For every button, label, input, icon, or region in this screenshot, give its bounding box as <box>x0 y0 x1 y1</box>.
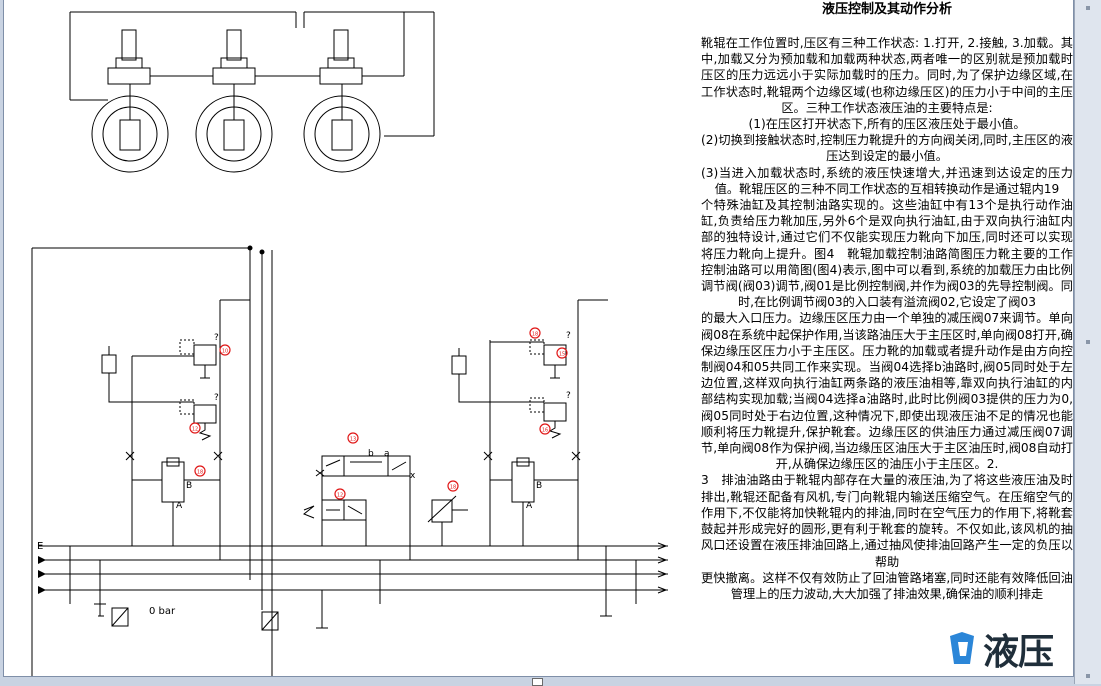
marker-6 <box>529 327 541 339</box>
content-frame: 0 bar E B A B A a b x ? ? ? ? 10 12 18 13 12… <box>3 0 1074 677</box>
analysis-text: 液压控制及其动作分析 靴辊在工作位置时,压区有三种工作状态: 1.打开, 2.接… <box>701 0 1073 676</box>
cylinder-3 <box>303 29 381 173</box>
marker-0-label: 10 <box>222 349 228 355</box>
paragraph: (1)在压区打开状态下,所有的压区液压处于最小值。 <box>748 117 1026 132</box>
marker-7 <box>556 347 568 359</box>
cylinder-1 <box>91 29 169 173</box>
marker-1 <box>189 422 201 434</box>
watermark-text: 液压 <box>983 632 1054 673</box>
marker-5-label: 18 <box>450 485 456 491</box>
question-mark: ? <box>214 393 219 403</box>
line-e-label: E <box>37 541 43 552</box>
marker-4-label: 12 <box>337 493 343 499</box>
vertical-scrollbar[interactable] <box>1074 0 1101 684</box>
marker-3-label: 13 <box>350 437 356 443</box>
marker-8-label: 16 <box>542 428 548 434</box>
paragraph: 个特殊油缸及其控制油路实现的。这些油缸中有13个是执行动作油缸,负责给压力靴加压… <box>701 198 1073 310</box>
question-mark: ? <box>566 331 571 341</box>
hydraulic-schematic: 0 bar E B A B A a b x ? ? ? ? 10 12 18 13 12… <box>31 11 668 676</box>
question-mark: ? <box>214 333 219 343</box>
valve-x-label: x <box>410 471 416 481</box>
page-title: 液压控制及其动作分析 <box>821 2 952 17</box>
port-b-left: B <box>186 481 192 491</box>
marker-2-label: 18 <box>197 470 203 476</box>
paragraph: 3 排油油路由于靴辊内部存在大量的液压油,为了将这些液压油及时排出,靴辊还配备有… <box>701 473 1073 569</box>
port-b-right: B <box>536 481 542 491</box>
port-a-left: A <box>176 501 183 511</box>
cylinder-2 <box>195 29 273 173</box>
gauge-label: 0 bar <box>149 606 176 617</box>
top-frame-line <box>69 11 435 136</box>
marker-4 <box>334 488 346 500</box>
marker-6-label: 18 <box>532 332 538 338</box>
paragraph: (2)切换到接触状态时,控制压力靴提升的方向阀关闭,同时,主压区的液压达到设定的… <box>701 133 1073 164</box>
marker-8 <box>539 423 551 435</box>
marker-5 <box>447 480 459 492</box>
question-mark: ? <box>566 391 571 401</box>
marker-3 <box>347 432 359 444</box>
resize-handle-icon[interactable] <box>532 678 543 686</box>
marker-2 <box>194 465 206 477</box>
paragraph: (3)当进入加载状态时,系统的液压快速增大,并迅速到达设定的压力值。靴辊压区的三… <box>701 165 1073 196</box>
watermark: 液压 <box>944 626 1074 676</box>
marker-1-label: 12 <box>192 427 198 433</box>
main-pipeline <box>38 545 668 591</box>
valve-a-label: a <box>384 449 390 459</box>
port-a-right: A <box>526 501 533 511</box>
paragraph: 的最大入口压力。边缘压区压力由一个单独的减压阀07来调节。单向阀08在系统中起保… <box>701 311 1073 472</box>
marker-7-label: 15 <box>559 352 565 358</box>
paragraph: 更快撤离。这样不仅有效防止了回油管路堵塞,同时还能有效降低回油管理上的压力波动,… <box>701 570 1073 601</box>
paragraph: 靴辊在工作位置时,压区有三种工作状态: 1.打开, 2.接触, 3.加载。其中,… <box>701 36 1073 115</box>
marker-0 <box>219 344 231 356</box>
valve-b-label: b <box>368 449 374 459</box>
watermark-logo-icon <box>950 632 974 664</box>
